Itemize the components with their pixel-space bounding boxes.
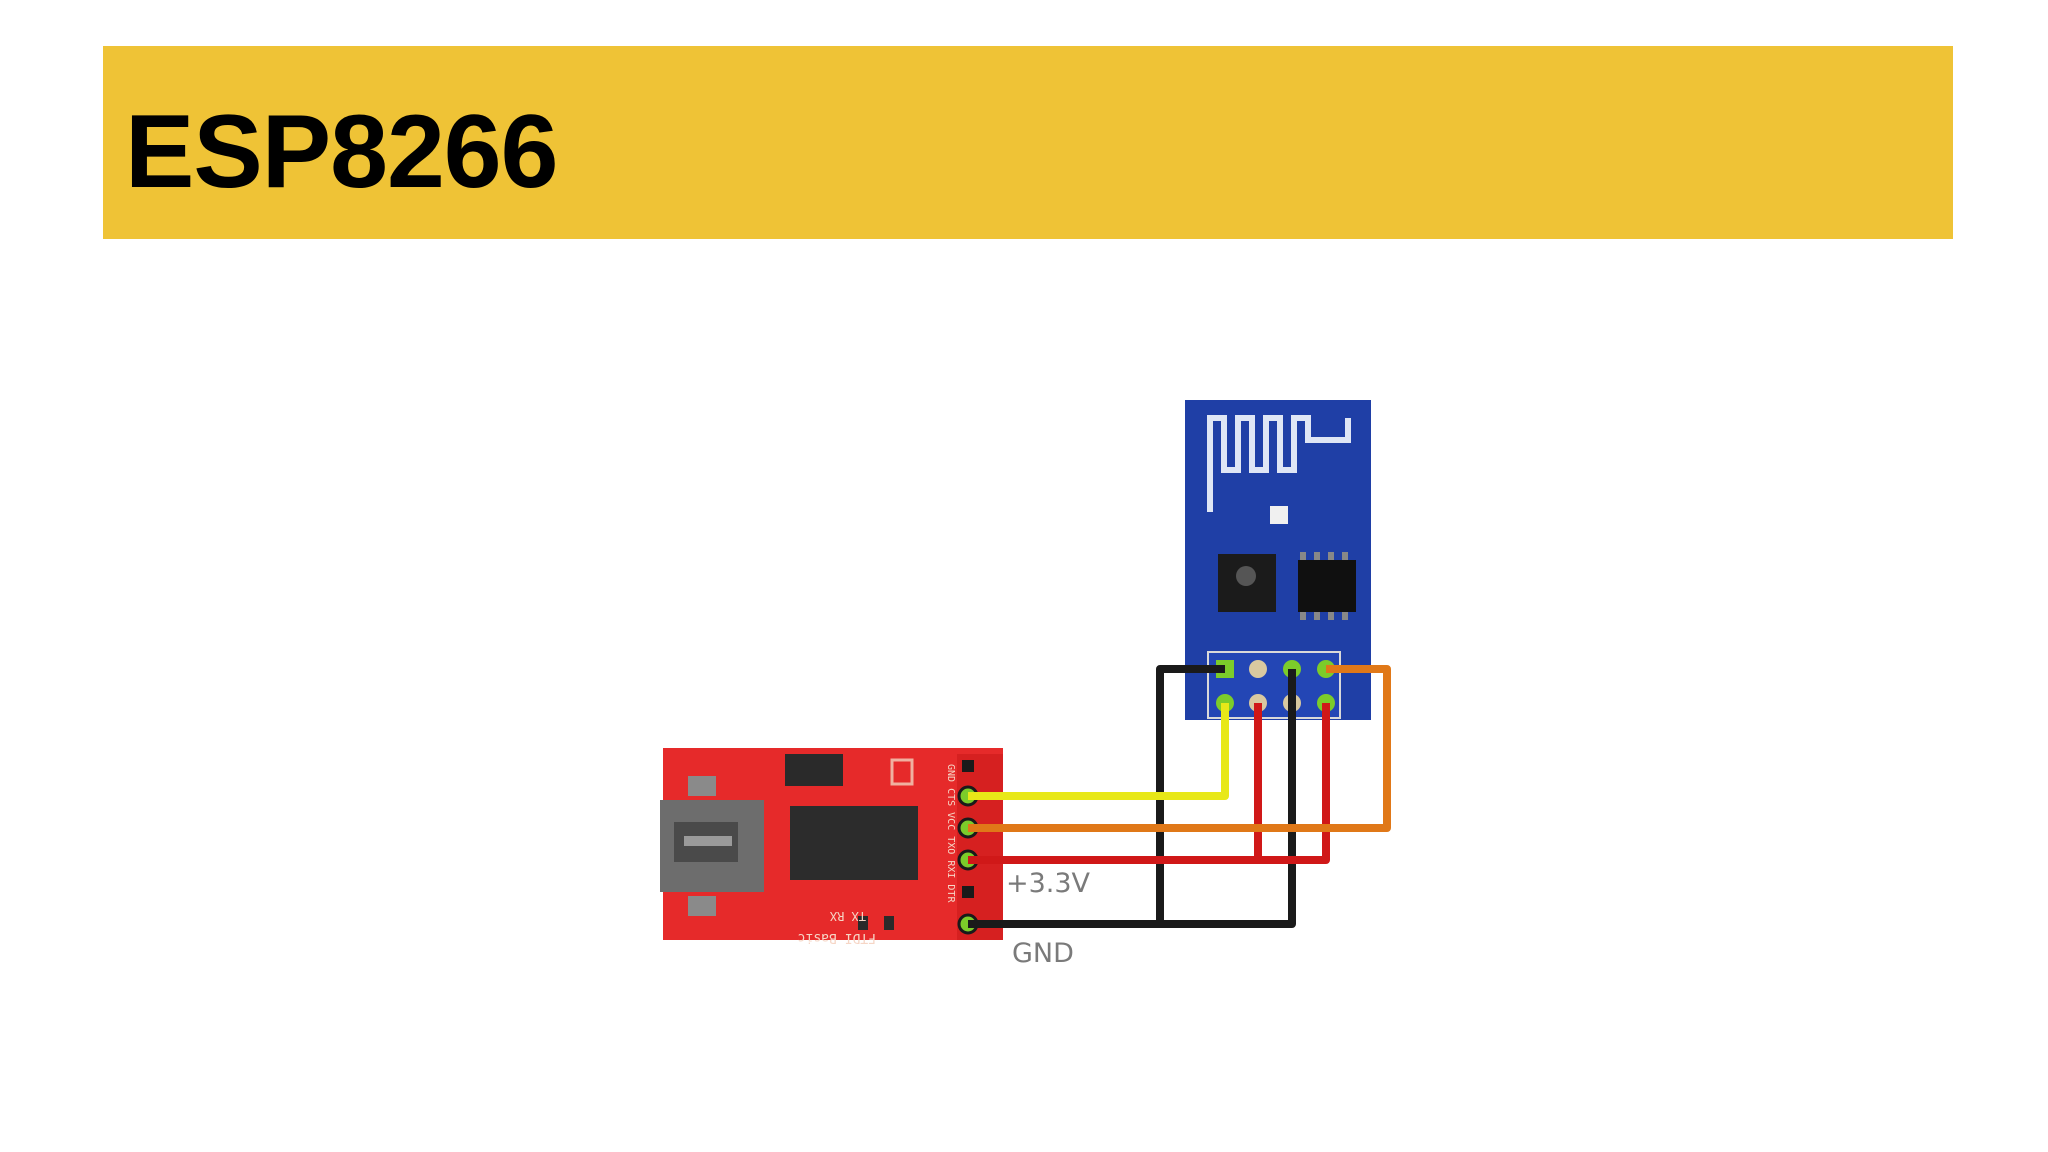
ftdi-pin-labels: GND CTS VCC TXO RXI DTR xyxy=(945,764,956,903)
esp-led xyxy=(1270,506,1288,524)
ftdi-main-chip xyxy=(790,806,918,880)
rx-wire xyxy=(968,665,1391,832)
title-bar: ESP8266 xyxy=(103,46,1953,239)
ftdi-regulator xyxy=(785,754,843,786)
ftdi-small-part xyxy=(890,758,914,786)
vcc-label: +3.3V xyxy=(1006,868,1091,899)
ftdi-basic-board: GND CTS VCC TXO RXI DTR FTDI Basic TX RX xyxy=(660,748,1003,945)
ftdi-board-label: FTDI Basic xyxy=(798,930,876,945)
vcc-wire xyxy=(968,703,1330,864)
gnd-wire xyxy=(968,669,1296,928)
ftdi-led-labels: TX RX xyxy=(829,909,866,923)
esp-flash-chip xyxy=(1298,560,1356,612)
slide-title: ESP8266 xyxy=(125,94,558,210)
gnd-wire-ch-pd xyxy=(1156,665,1225,924)
tx-wire xyxy=(968,703,1229,800)
antenna-trace xyxy=(1207,415,1351,512)
chip-dot xyxy=(1236,566,1256,586)
gnd-label: GND xyxy=(1012,938,1074,969)
wires xyxy=(968,665,1391,928)
esp-pin xyxy=(1249,660,1267,678)
